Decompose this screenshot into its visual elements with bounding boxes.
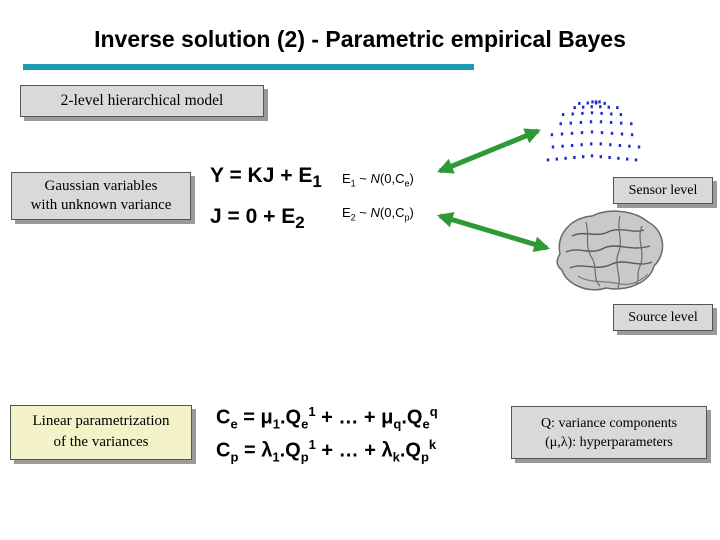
- sensor-dot: [590, 142, 593, 146]
- sensor-dot: [561, 113, 565, 117]
- sensor-dot: [600, 131, 604, 135]
- sensor-dot: [599, 142, 602, 146]
- source-prior: E2 ~ N(0,Cp): [342, 205, 414, 223]
- q-line-1: Q: variance components: [540, 416, 678, 431]
- linear-line-1: Linear parametrization: [32, 413, 170, 429]
- sensor-dot: [546, 158, 550, 162]
- sensor-dot: [616, 106, 619, 110]
- sensor-array-icon: [546, 100, 641, 162]
- sensor-dot: [589, 120, 593, 124]
- sensor-dot: [626, 157, 629, 161]
- sensor-dot: [603, 101, 606, 105]
- sensor-dot: [580, 143, 583, 147]
- sensor-dot: [564, 156, 567, 160]
- sensor-level-box: Sensor level: [613, 177, 713, 204]
- sensor-dot: [591, 100, 594, 104]
- sensor-covariance-equation: Ce = μ1.Qe1 + … + μq.Qeq: [216, 404, 438, 432]
- sensor-dot: [571, 112, 574, 116]
- sensor-dot: [581, 111, 584, 115]
- sensor-arrow: [437, 128, 541, 174]
- model-label-box: 2-level hierarchical model: [20, 85, 264, 117]
- sensor-dot: [560, 132, 564, 136]
- sensor-dot: [551, 145, 555, 149]
- source-covariance-equation: Cp = λ1.Qp1 + … + λk.Qpk: [216, 437, 437, 465]
- sensor-dot: [599, 105, 602, 109]
- sensor-dot: [573, 156, 576, 159]
- sensor-dot: [637, 145, 641, 149]
- title-underline: [23, 64, 474, 70]
- sensor-dot: [610, 112, 613, 116]
- sensor-dot: [550, 133, 554, 137]
- source-arrow: [436, 212, 551, 252]
- sensor-dot: [582, 105, 585, 109]
- sensor-dot: [555, 157, 558, 161]
- sensor-dot: [578, 101, 581, 105]
- sensor-dot: [620, 132, 624, 136]
- linear-line-2: of the variances: [53, 434, 149, 450]
- sensor-dot: [619, 113, 623, 117]
- sensor-dot: [570, 144, 574, 147]
- sensor-dot: [580, 131, 584, 135]
- sensor-dot: [569, 121, 572, 125]
- sensor-dot: [582, 155, 585, 159]
- sensor-dot: [608, 156, 611, 159]
- sensor-dot: [590, 130, 594, 134]
- gaussian-line-2: with unknown variance: [30, 197, 172, 213]
- sensor-dot: [630, 133, 634, 137]
- sensor-dot: [617, 156, 620, 160]
- sensor-dot: [618, 144, 622, 147]
- sensor-dot: [609, 120, 613, 124]
- measurement-equation: Y = KJ + E1: [210, 164, 322, 192]
- brain-icon: [556, 210, 664, 291]
- sensor-dot: [599, 120, 603, 124]
- sensor-dot: [561, 144, 564, 148]
- gaussian-line-1: Gaussian variables: [44, 178, 158, 194]
- sensor-dot: [586, 101, 589, 105]
- sensor-dot: [590, 154, 594, 158]
- sensor-dot: [573, 106, 576, 110]
- variance-components-box: Q: variance components (μ,λ): hyperparam…: [511, 406, 707, 459]
- sensor-dot: [607, 105, 610, 109]
- linear-parametrization-box: Linear parametrization of the variances: [10, 405, 192, 460]
- sensor-dot: [590, 111, 594, 115]
- sensor-dot: [590, 105, 593, 109]
- sensor-dot: [610, 131, 614, 135]
- sensor-noise-prior: E1 ~ N(0,Ce): [342, 171, 414, 189]
- sensor-dot: [630, 122, 633, 126]
- sensor-dot: [599, 155, 602, 159]
- gaussian-variables-box: Gaussian variables with unknown variance: [11, 172, 191, 220]
- sensor-dot: [620, 121, 623, 125]
- page-title: Inverse solution (2) - Parametric empiri…: [94, 26, 626, 52]
- sensor-dot: [570, 131, 574, 135]
- sensor-dot: [559, 122, 562, 126]
- sensor-dot: [579, 120, 583, 124]
- q-line-2: (μ,λ): hyperparameters: [545, 435, 673, 450]
- sensor-dot: [609, 143, 612, 147]
- sensor-dot: [600, 111, 603, 115]
- source-level-box: Source level: [613, 304, 713, 331]
- sensor-dot: [634, 158, 638, 162]
- sensor-dot: [594, 100, 598, 104]
- sensor-dot: [628, 144, 631, 148]
- source-equation: J = 0 + E2: [210, 205, 305, 233]
- sensor-dot: [598, 100, 601, 104]
